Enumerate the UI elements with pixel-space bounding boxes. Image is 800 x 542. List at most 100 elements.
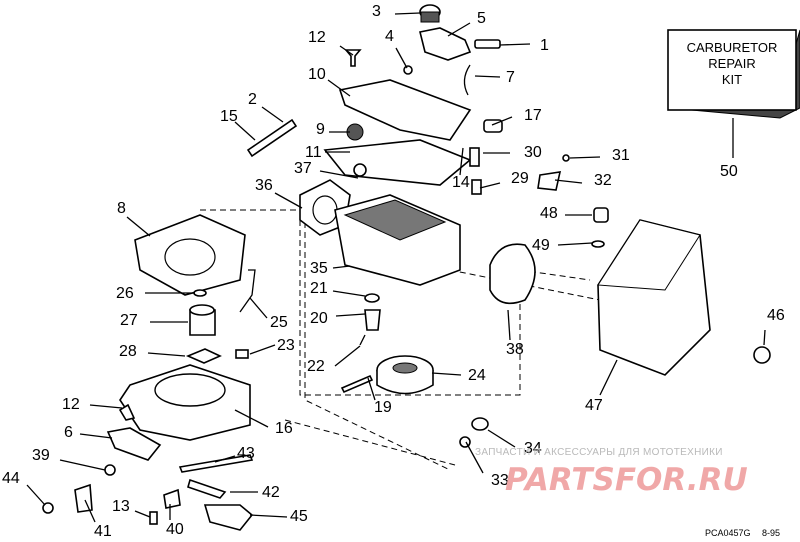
callout-12b: 12 xyxy=(62,396,80,413)
callout-29: 29 xyxy=(511,170,529,187)
leader-lines xyxy=(26,12,766,523)
part-41-lever xyxy=(74,483,93,513)
leader-43 xyxy=(214,455,236,463)
watermark: ЗАПЧАСТИ И АКСЕССУАРЫ ДЛЯ МОТОТЕХНИКИ PA… xyxy=(475,447,748,498)
callout-21: 21 xyxy=(310,280,328,297)
part-38-gasket xyxy=(489,243,536,305)
callout-14: 14 xyxy=(452,174,470,191)
kit-line-1: CARBURETOR xyxy=(687,40,778,55)
part-24-float-side xyxy=(376,370,434,395)
callout-30: 30 xyxy=(524,144,542,161)
leader-32 xyxy=(554,179,583,184)
leader-5 xyxy=(447,22,471,37)
leader-1 xyxy=(499,43,531,46)
callout-6: 6 xyxy=(64,424,73,441)
callout-48: 48 xyxy=(540,205,558,222)
leader-25 xyxy=(249,297,268,319)
callout-22: 22 xyxy=(307,358,325,375)
part-28-gasket xyxy=(185,348,222,364)
kit-line-3: KIT xyxy=(722,72,742,87)
leader-3 xyxy=(394,12,421,15)
leader-15 xyxy=(234,121,256,141)
part-13-screw xyxy=(149,511,158,525)
leader-45 xyxy=(249,514,288,518)
left-parts xyxy=(185,269,256,364)
leader-10 xyxy=(327,79,351,97)
watermark-small-text: ЗАПЧАСТИ И АКСЕССУАРЫ ДЛЯ МОТОТЕХНИКИ xyxy=(475,447,723,458)
leader-37 xyxy=(319,170,359,179)
callout-41: 41 xyxy=(94,523,112,540)
part-26-washer xyxy=(193,289,207,297)
leader-47 xyxy=(599,359,618,396)
callout-23: 23 xyxy=(277,337,295,354)
callout-36: 36 xyxy=(255,177,273,194)
leader-23 xyxy=(249,344,276,355)
callout-28: 28 xyxy=(119,343,137,360)
callout-25: 25 xyxy=(270,314,288,331)
callout-40: 40 xyxy=(166,521,184,538)
float-bowl xyxy=(118,364,251,441)
leader-34 xyxy=(487,429,516,448)
leader-17 xyxy=(491,116,513,126)
leader-14 xyxy=(459,147,464,176)
callout-8: 8 xyxy=(117,200,126,217)
repair-kit-box: CARBURETOR REPAIR KIT xyxy=(667,29,800,119)
figure-page: 8-95 xyxy=(762,528,780,538)
kit-line-2: REPAIR xyxy=(708,56,755,71)
part-39-washer xyxy=(104,464,116,476)
part-29-jet xyxy=(471,179,482,195)
part-40-clip xyxy=(163,488,181,509)
leader-7 xyxy=(474,75,501,78)
leader-16 xyxy=(234,409,269,428)
part-49-washer xyxy=(591,240,605,248)
callout-2: 2 xyxy=(248,91,257,108)
part-48-screw xyxy=(593,207,609,223)
part-7-spring xyxy=(463,64,471,96)
callout-34: 34 xyxy=(524,440,542,457)
part-5-throttle-lever xyxy=(419,27,472,61)
leader-2 xyxy=(261,106,284,123)
leader-22 xyxy=(334,345,361,367)
leader-41 xyxy=(84,499,96,523)
callout-15: 15 xyxy=(220,108,238,125)
callout-50: 50 xyxy=(720,163,738,180)
part-32-clip xyxy=(537,171,562,191)
figure-code: PCA0457G xyxy=(705,528,751,538)
part-31-screw xyxy=(562,154,570,162)
callout-13: 13 xyxy=(112,498,130,515)
part-15-screw xyxy=(246,118,298,158)
leader-33 xyxy=(465,441,484,474)
callout-20: 20 xyxy=(310,310,328,327)
part-42-link xyxy=(187,478,227,499)
part-45-lever xyxy=(203,504,254,531)
part-25-rod xyxy=(239,269,256,313)
leader-35 xyxy=(332,265,351,269)
top-parts xyxy=(246,4,503,158)
callout-42: 42 xyxy=(262,484,280,501)
callout-7: 7 xyxy=(506,69,515,86)
callout-44: 44 xyxy=(2,470,20,487)
part-1-screw xyxy=(474,39,501,49)
leader-31 xyxy=(569,156,601,159)
part-44-screw xyxy=(42,502,54,514)
callout-16: 16 xyxy=(275,420,293,437)
leader-4 xyxy=(395,47,408,69)
leader-21 xyxy=(332,290,366,297)
part-37-plug xyxy=(353,163,367,177)
callout-45: 45 xyxy=(290,508,308,525)
part-30-screw xyxy=(469,147,480,167)
leader-19 xyxy=(367,377,376,401)
leader-13 xyxy=(134,510,151,518)
leader-12a xyxy=(339,45,354,56)
leader-44 xyxy=(26,484,46,506)
float-assembly xyxy=(340,293,434,395)
part-12-screw-lower xyxy=(118,403,136,421)
linkage-parts xyxy=(42,427,254,531)
callout-33: 33 xyxy=(491,472,509,489)
callout-3: 3 xyxy=(372,3,381,20)
callout-46: 46 xyxy=(767,307,785,324)
leader-8 xyxy=(126,216,151,237)
callout-49: 49 xyxy=(532,237,550,254)
